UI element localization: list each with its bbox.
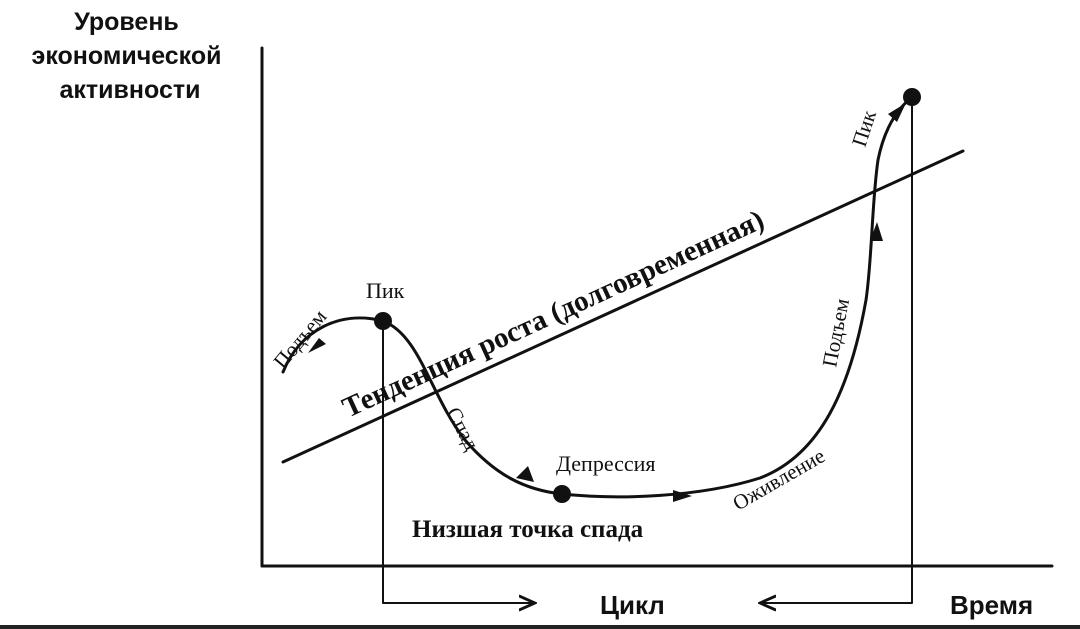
y-axis-label-line-3: активности	[60, 76, 201, 104]
trend-label: Тенденция роста (долговременная)	[338, 204, 769, 424]
label-peak-left: Пик	[366, 278, 405, 303]
arrow-rise-right	[870, 222, 883, 241]
bottom-border	[0, 625, 1080, 629]
x-axis-label: Время	[950, 590, 1033, 620]
trough-point	[553, 485, 571, 503]
arrow-peak-right	[888, 103, 906, 122]
arrow-depression	[673, 490, 692, 502]
label-trough: Низшая точка спада	[412, 516, 644, 543]
y-axis-label: Уровень экономической активности	[32, 8, 229, 104]
label-peak-right: Пик	[847, 107, 881, 150]
cycle-bracket-left	[382, 320, 535, 603]
y-axis-label-line-2: экономической	[32, 42, 222, 70]
label-recovery: Оживление	[729, 443, 829, 515]
label-rise-left: Подъем	[268, 305, 331, 373]
cycle-label: Цикл	[600, 590, 665, 620]
arrow-rise-left	[308, 338, 326, 353]
label-decline: Спад	[442, 403, 485, 454]
y-axis-label-line-1: Уровень	[74, 8, 179, 36]
label-depression: Депрессия	[556, 451, 656, 476]
label-rise-right: Подъем	[817, 296, 854, 369]
cycle-curve	[281, 95, 914, 499]
trend-line	[281, 149, 965, 464]
cycle-bracket-right	[760, 96, 913, 603]
arrow-decline	[516, 466, 534, 482]
